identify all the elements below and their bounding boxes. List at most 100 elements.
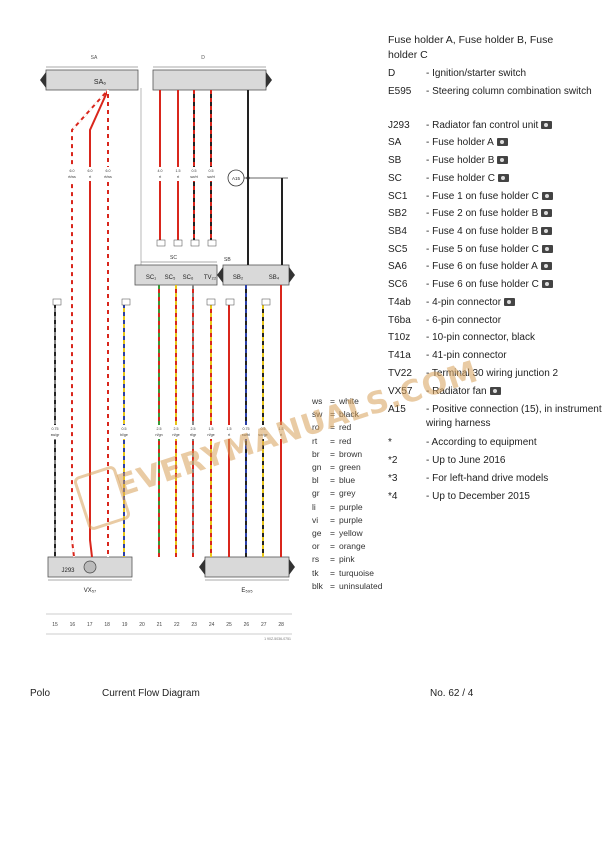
svg-text:rt: rt [89, 175, 91, 179]
color-name: black [339, 409, 359, 420]
e595-label: E₅₉₅ [241, 588, 253, 594]
track-number: 24 [209, 622, 215, 628]
track-number: 17 [87, 622, 93, 628]
color-abbrev: rt [312, 435, 318, 446]
color-abbrev: ro [312, 422, 320, 433]
camera-icon[interactable] [497, 174, 509, 183]
color-abbrev: tk [312, 567, 319, 578]
legend-code: T4ab [388, 297, 411, 308]
sa6-fuse-label: SA₆ [94, 79, 106, 86]
legend-code: SC5 [388, 244, 408, 255]
svg-text:6.0: 6.0 [106, 169, 111, 173]
legend-code: A15 [388, 404, 406, 415]
svg-text:rt: rt [159, 175, 161, 179]
svg-text:1.5: 1.5 [227, 427, 232, 431]
color-abbrev: gn [312, 462, 322, 472]
svg-text:sw/ge: sw/ge [258, 433, 267, 437]
legend-description: - Fuse holder C [426, 172, 612, 186]
legend-description: - According to equipment [426, 437, 537, 448]
diagram-frame [40, 66, 295, 635]
wire-stripe [71, 89, 109, 558]
legend-description: - Ignition/starter switch [426, 68, 527, 79]
color-abbrev: gr [312, 488, 320, 499]
wire-spec: 2.5rt/gn [153, 425, 165, 439]
camera-icon[interactable] [496, 138, 508, 147]
footer-model: Polo [30, 688, 51, 699]
wire-spec: 0.5 sw/ge [257, 425, 269, 439]
legend-description: - Up to June 2016 [426, 455, 506, 466]
connector-pin-box [207, 239, 217, 247]
color-abbrev: rs [312, 554, 320, 565]
connector-pin-box [52, 298, 62, 306]
color-name: yellow [339, 528, 363, 538]
camera-icon[interactable] [489, 387, 501, 396]
legend-code: SA [388, 137, 402, 148]
camera-icon[interactable] [504, 298, 516, 307]
connector-pin-box [206, 298, 216, 306]
legend-description: - Fuse holder A [426, 136, 612, 150]
right-arrow-icon [266, 72, 272, 88]
legend-code: J293 [388, 120, 410, 131]
label-sa: SA [91, 55, 98, 61]
equals-sign: = [330, 448, 335, 459]
camera-icon[interactable] [497, 156, 509, 165]
legend-code: SC [388, 173, 402, 184]
equals-sign: = [330, 488, 335, 499]
connector-pin-box [156, 239, 166, 247]
track-number: 27 [261, 622, 267, 628]
wire-group [52, 89, 283, 558]
label-d: D [201, 55, 205, 61]
svg-text:bl/ge: bl/ge [120, 433, 128, 437]
legend-code: T10z [388, 332, 411, 343]
svg-text:1.5: 1.5 [209, 427, 214, 431]
svg-text:4.0: 4.0 [158, 169, 163, 173]
svg-text:0.5: 0.5 [261, 427, 266, 431]
wire-spec: 1.5rt [172, 167, 184, 181]
connector-pin-box [190, 239, 200, 247]
sc-label: SC [170, 255, 177, 261]
legend-code: T6ba [388, 315, 411, 326]
svg-text:2.5: 2.5 [157, 427, 162, 431]
svg-text:0.5: 0.5 [192, 169, 197, 173]
equals-sign: = [330, 435, 335, 446]
camera-icon[interactable] [541, 192, 553, 201]
camera-icon[interactable] [541, 280, 553, 289]
camera-icon[interactable] [541, 227, 553, 236]
svg-text:rt: rt [280, 433, 282, 437]
color-name: pink [339, 554, 355, 565]
equals-sign: = [330, 541, 335, 552]
equals-sign: = [330, 580, 335, 591]
camera-icon[interactable] [540, 262, 552, 271]
wire-spec: 6.0rt [84, 167, 96, 181]
legend-description: - For left-hand drive models [426, 473, 549, 484]
legend-description: - Up to December 2015 [426, 491, 530, 502]
legend-code: SC6 [388, 279, 408, 290]
svg-text:0.5: 0.5 [209, 169, 214, 173]
left-arrow-icon [40, 72, 46, 88]
equals-sign: = [330, 528, 335, 538]
legend-description: - Steering column combination switch [426, 86, 592, 97]
legend-code: *4 [388, 491, 398, 502]
connector-pin-box [261, 298, 271, 306]
svg-text:1.5: 1.5 [279, 427, 284, 431]
legend-code: SA6 [388, 261, 407, 272]
legend-description: - 6-pin connector [426, 315, 502, 326]
wire-spec-labels: 6.0rt/ws6.0rt6.0rt/ws4.0rt1.5rt0.5sw/rt0… [49, 167, 287, 439]
footer-doc-title: Current Flow Diagram [102, 688, 200, 699]
legend-description: - 10-pin connector, black [426, 332, 535, 343]
color-abbrev: or [312, 541, 320, 552]
wire-spec: 0.5sw/rt [188, 167, 200, 181]
camera-icon[interactable] [541, 209, 553, 218]
camera-icon[interactable] [541, 245, 553, 254]
color-name: green [339, 462, 361, 472]
wire-spec: 2.5rt/gr [187, 425, 199, 439]
footer-page-number: No. 62 / 4 [430, 688, 474, 699]
wire [89, 89, 109, 558]
track-number: 21 [157, 622, 163, 628]
equals-sign: = [330, 554, 335, 565]
reference-code: 1 90Z-5036-0751 [264, 637, 291, 641]
camera-icon[interactable] [541, 121, 553, 130]
legend-code: * [388, 437, 392, 448]
fan-symbol-icon [83, 560, 97, 574]
equals-sign: = [330, 514, 335, 525]
